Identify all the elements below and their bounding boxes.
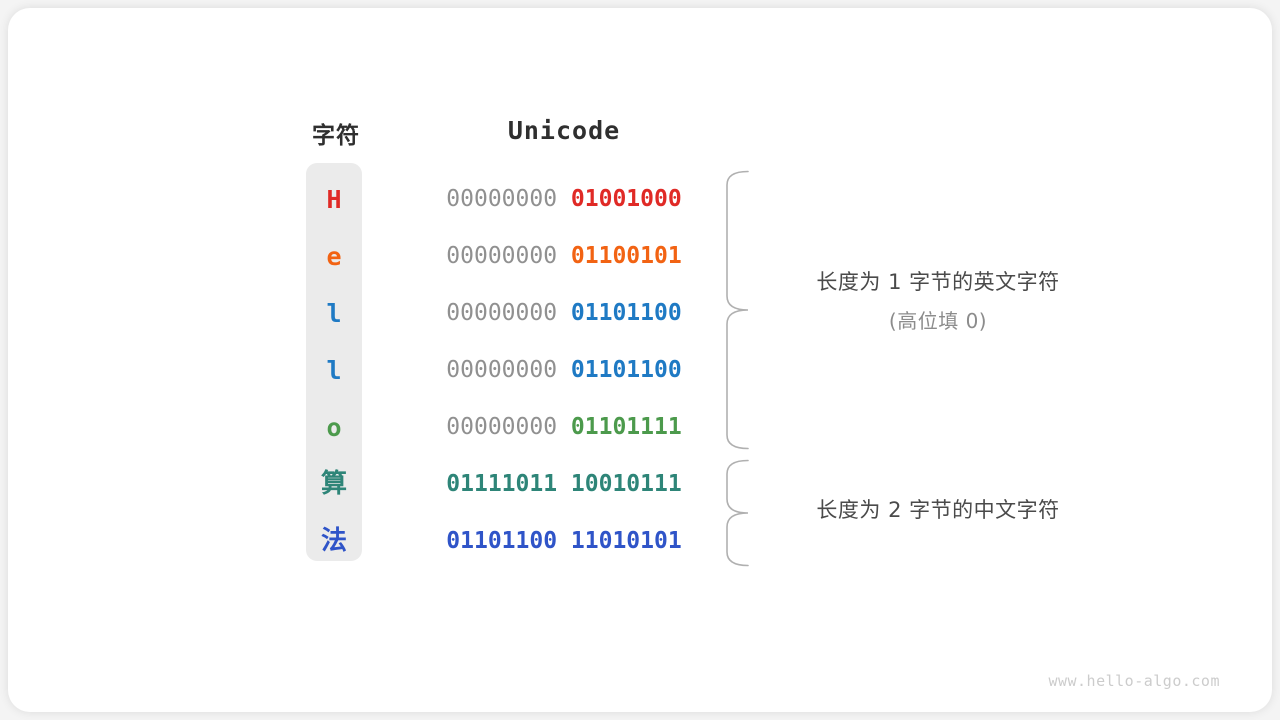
high-byte: 00000000: [446, 243, 558, 269]
unicode-bits-cell: 01111011 10010111: [428, 456, 700, 513]
character-cell: e: [326, 242, 342, 271]
low-byte: 01001000: [570, 186, 682, 212]
group-label-subtext: (高位填 0): [888, 309, 988, 333]
group-label: 长度为 2 字节的中文字符: [768, 494, 1108, 524]
high-byte: 01101100: [446, 528, 558, 554]
unicode-bits-cell: 01101100 11010101: [428, 513, 700, 570]
low-byte: 11010101: [570, 528, 682, 554]
character-cell: 算: [320, 469, 347, 499]
group-brace: [726, 170, 749, 450]
high-byte: 00000000: [446, 414, 558, 440]
character-cell: H: [326, 185, 342, 214]
high-byte: 00000000: [446, 186, 558, 212]
column-header-character: 字符: [312, 122, 360, 148]
group-label-text: 长度为 1 字节的英文字符: [816, 270, 1060, 294]
high-byte: 01111011: [446, 471, 558, 497]
high-byte: 00000000: [446, 357, 558, 383]
figure-card: 字符 Unicode H 00000000 01001000 e 00000000 0…: [8, 8, 1272, 712]
low-byte: 01101100: [570, 357, 682, 383]
high-byte: 00000000: [446, 300, 558, 326]
unicode-bits-cell: 00000000 01001000: [428, 171, 700, 228]
group-brace: [726, 459, 749, 567]
unicode-bits-cell: 00000000 01101111: [428, 399, 700, 456]
character-cell: 法: [320, 526, 347, 556]
unicode-bits-cell: 00000000 01101100: [428, 285, 700, 342]
watermark: www.hello-algo.com: [1048, 672, 1220, 690]
low-byte: 01101100: [570, 300, 682, 326]
low-byte: 01101111: [570, 414, 682, 440]
low-byte: 01100101: [570, 243, 682, 269]
unicode-encoding-diagram: 字符 Unicode H 00000000 01001000 e 00000000 0…: [8, 8, 1272, 712]
character-cell: o: [326, 413, 342, 442]
character-cell: l: [326, 299, 342, 328]
column-header-unicode: Unicode: [507, 116, 621, 145]
unicode-bits-cell: 00000000 01101100: [428, 342, 700, 399]
low-byte: 10010111: [570, 471, 682, 497]
group-label: 长度为 1 字节的英文字符 (高位填 0): [768, 266, 1108, 334]
character-cell: l: [326, 356, 342, 385]
unicode-bits-cell: 00000000 01100101: [428, 228, 700, 285]
character-column-background: [306, 163, 362, 561]
group-label-text: 长度为 2 字节的中文字符: [816, 498, 1060, 522]
